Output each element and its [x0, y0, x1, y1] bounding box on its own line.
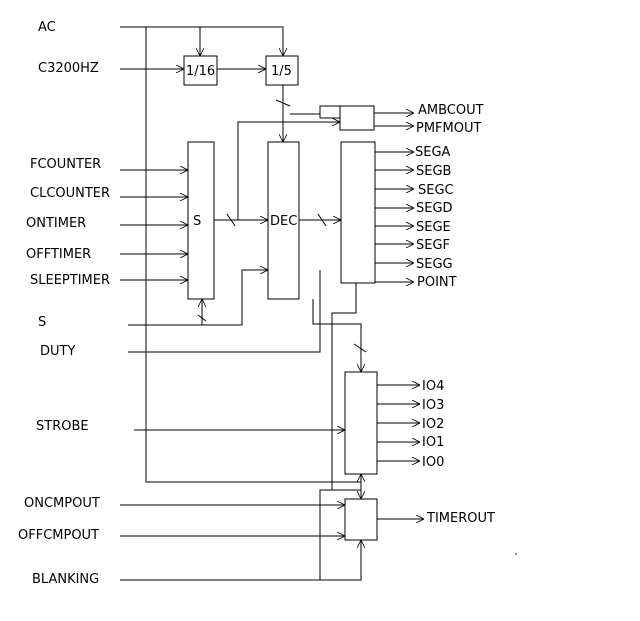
- label-sega: SEGA: [415, 145, 451, 160]
- label-io3: IO3: [422, 398, 444, 413]
- label-segb: SEGB: [416, 164, 451, 179]
- label-strobe: STROBE: [36, 419, 89, 434]
- label-fcounter: FCOUNTER: [30, 157, 101, 172]
- label-segf: SEGF: [416, 238, 450, 253]
- divider-5-block: [265, 55, 299, 86]
- div5-to-amb-wire-2: [319, 114, 340, 119]
- segment-driver-block: [340, 141, 376, 284]
- label-div5: 1/5: [271, 64, 292, 79]
- label-offtimer: OFFTIMER: [26, 247, 91, 262]
- s-to-dec-wire: [128, 270, 268, 326]
- ac-to-div5-wire: [120, 26, 283, 56]
- dec-to-io-wire: [312, 299, 361, 372]
- label-sege: SEGE: [416, 220, 451, 235]
- label-point: POINT: [417, 275, 457, 290]
- label-io2: IO2: [422, 417, 444, 432]
- sel-to-amb-wire: [237, 122, 340, 220]
- label-div16: 1/16: [186, 64, 215, 79]
- blanking-branch-wire: [319, 489, 345, 580]
- io-block: [344, 371, 378, 475]
- bus-slash-div5: [275, 99, 291, 107]
- duty-wire: [128, 270, 321, 353]
- label-ambcout: AMBCOUT: [418, 103, 484, 118]
- timer-out-block: [344, 498, 378, 541]
- label-io0: IO0: [422, 455, 444, 470]
- label-ontimer: ONTIMER: [26, 216, 86, 231]
- ac-to-timer-wire: [145, 27, 361, 499]
- label-segg: SEGG: [416, 257, 453, 272]
- bus-slash-io: [353, 343, 367, 353]
- divider-16-block: [183, 55, 218, 86]
- stray-dot: [515, 553, 517, 555]
- label-timerout: TIMEROUT: [426, 511, 495, 526]
- label-blanking: BLANKING: [32, 572, 99, 587]
- bus-slash-s: [197, 314, 207, 322]
- label-ac: AC: [38, 20, 56, 35]
- label-io4: IO4: [422, 379, 444, 394]
- label-io1: IO1: [422, 435, 444, 450]
- label-segc: SEGC: [418, 183, 454, 198]
- label-segd: SEGD: [416, 201, 453, 216]
- label-pmfmout: PMFMOUT: [416, 121, 481, 136]
- div5-to-amb-wire: [290, 105, 340, 115]
- label-duty: DUTY: [40, 344, 75, 359]
- blanking-wire: [120, 540, 361, 581]
- label-offcmpout: OFFCMPOUT: [18, 528, 99, 543]
- bus-slash-dec: [317, 213, 327, 227]
- label-selector: S: [193, 214, 201, 229]
- label-clcounter: CLCOUNTER: [30, 186, 110, 201]
- label-oncmpout: ONCMPOUT: [24, 496, 100, 511]
- label-s: S: [38, 315, 46, 330]
- label-decoder: DEC: [270, 214, 297, 229]
- label-c3200hz: C3200HZ: [38, 61, 99, 76]
- bus-slash-sel: [226, 213, 236, 227]
- label-sleeptimer: SLEEPTIMER: [30, 273, 110, 288]
- amb-pmfm-block: [339, 105, 375, 131]
